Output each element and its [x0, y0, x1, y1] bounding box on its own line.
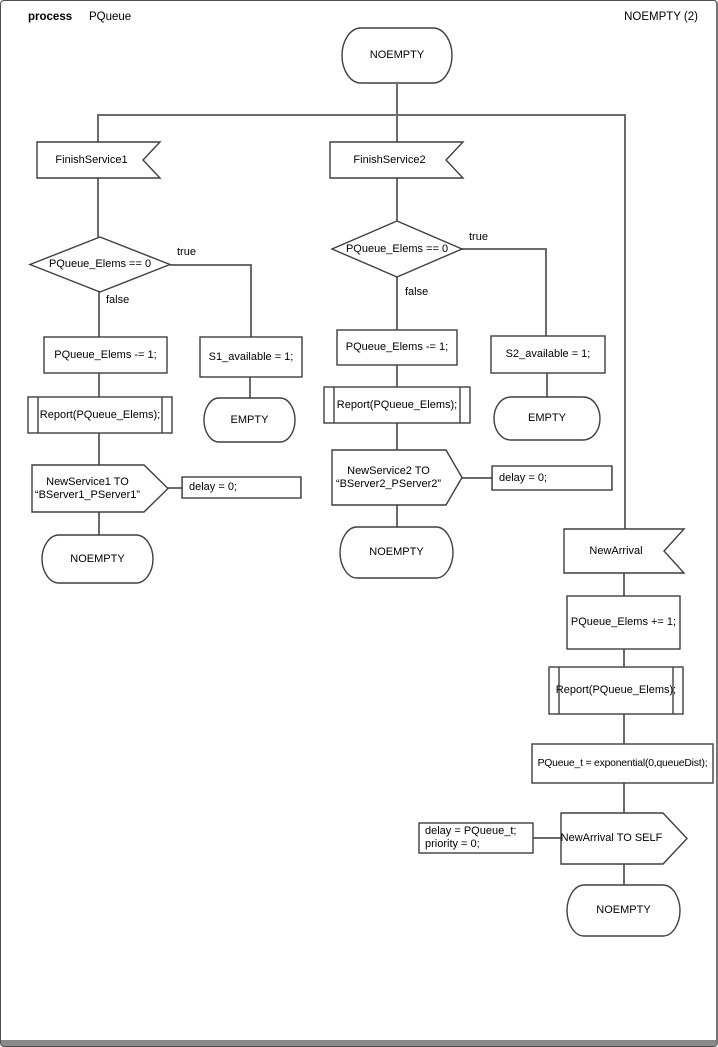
node-label: Report(PQueue_Elems);	[336, 398, 458, 411]
connector-decision1-true	[170, 264, 252, 337]
terminator-shape	[41, 534, 154, 584]
node-label: PQueue_Elems += 1;	[570, 616, 677, 628]
predefined-process-shape	[548, 666, 684, 715]
process-rect-shape	[199, 336, 303, 378]
node-send-newservice2[interactable]: NewService2 TO “BServer2_PServer2”	[331, 449, 463, 506]
predefined-process-shape	[27, 396, 173, 434]
node-label: NewService2 TO “BServer2_PServer2”	[335, 464, 442, 490]
predefined-process-shape	[323, 386, 471, 424]
send-signal-shape	[331, 449, 463, 506]
node-assign-decrement2[interactable]: PQueue_Elems -= 1;	[336, 329, 458, 366]
node-label: delay = 0;	[499, 471, 548, 484]
receive-signal-shape	[563, 528, 686, 574]
node-send1-attributes[interactable]: delay = 0;	[181, 476, 302, 499]
node-receive-finishservice1[interactable]: FinishService1	[36, 141, 162, 179]
node-receive-newarrival[interactable]: NewArrival	[563, 528, 686, 574]
node-assign-s2-available[interactable]: S2_available = 1;	[490, 335, 606, 374]
process-rect-shape	[490, 335, 606, 374]
receive-signal-shape	[329, 141, 465, 179]
process-rect-shape	[531, 743, 714, 784]
node-label: NOEMPTY	[369, 49, 425, 61]
terminator-shape	[203, 397, 296, 443]
node-label: delay = 0;	[189, 481, 238, 493]
terminator-shape	[339, 526, 454, 579]
attribute-rect-shape	[418, 822, 534, 854]
decision-diamond-shape	[330, 220, 464, 278]
node-end-empty1[interactable]: EMPTY	[203, 397, 296, 443]
node-label: PQueue_Elems == 0	[345, 242, 449, 255]
decision-diamond-shape	[28, 236, 172, 293]
process-rect-shape	[336, 329, 458, 366]
node-report2[interactable]: Report(PQueue_Elems);	[323, 386, 471, 424]
process-rect-shape	[566, 595, 681, 650]
node-label: delay = PQueue_t; priority = 0;	[425, 825, 517, 850]
node-report1[interactable]: Report(PQueue_Elems);	[27, 396, 173, 434]
node-label: S1_available = 1;	[208, 350, 294, 363]
edge-label-true-1: true	[177, 246, 196, 258]
node-label: NewArrival TO SELF	[560, 832, 663, 844]
node-label: NOEMPTY	[596, 904, 651, 916]
terminator-shape	[341, 27, 453, 84]
send-signal-shape	[31, 464, 170, 513]
page-bottom-edge	[1, 1040, 716, 1046]
node-assign-s1-available[interactable]: S1_available = 1;	[199, 336, 303, 378]
node-label: EMPTY	[230, 413, 269, 426]
node-label: NOEMPTY	[369, 546, 424, 558]
node-label: FinishService1	[55, 153, 128, 166]
node-send-newservice1[interactable]: NewService1 TO “BServer1_PServer1”	[31, 464, 170, 513]
node-label: PQueue_Elems -= 1;	[345, 341, 449, 353]
attribute-rect-shape	[181, 476, 302, 499]
node-label: S2_available = 1;	[505, 348, 591, 360]
node-label: NOEMPTY	[70, 552, 125, 565]
node-end-empty2[interactable]: EMPTY	[493, 396, 601, 441]
node-start-noempty[interactable]: NOEMPTY	[341, 27, 453, 84]
header-kind-label: process	[28, 11, 73, 23]
attribute-rect-shape	[491, 465, 613, 491]
terminator-shape	[566, 884, 681, 937]
node-label: NewService1 TO “BServer1_PServer1”	[34, 475, 141, 501]
node-label: PQueue_Elems == 0	[48, 258, 152, 270]
node-label: PQueue_t = exponential(0,queueDist);	[537, 758, 708, 769]
edge-label-false-2: false	[405, 286, 429, 298]
node-label: EMPTY	[528, 412, 566, 424]
process-rect-shape	[43, 336, 168, 374]
node-report3[interactable]: Report(PQueue_Elems);	[548, 666, 684, 715]
edge-label-true-2: true	[469, 231, 488, 243]
node-send3-attributes[interactable]: delay = PQueue_t; priority = 0;	[418, 822, 534, 854]
node-receive-finishservice2[interactable]: FinishService2	[329, 141, 465, 179]
receive-signal-shape	[36, 141, 162, 179]
node-send-newarrival-to-self[interactable]: NewArrival TO SELF	[560, 812, 688, 865]
node-end-noempty1[interactable]: NOEMPTY	[41, 534, 154, 584]
node-end-noempty2[interactable]: NOEMPTY	[339, 526, 454, 579]
node-label: Report(PQueue_Elems);	[39, 408, 161, 421]
node-end-noempty3[interactable]: NOEMPTY	[566, 884, 681, 937]
node-label: Report(PQueue_Elems);	[555, 684, 677, 696]
terminator-shape	[493, 396, 601, 441]
node-assign-decrement1[interactable]: PQueue_Elems -= 1;	[43, 336, 168, 374]
node-assign-sample-time[interactable]: PQueue_t = exponential(0,queueDist);	[531, 743, 714, 784]
node-send2-attributes[interactable]: delay = 0;	[491, 465, 613, 491]
header-page-reference: NOEMPTY (2)	[624, 11, 698, 23]
connector-decision2-true	[462, 248, 547, 336]
node-assign-increment[interactable]: PQueue_Elems += 1;	[566, 595, 681, 650]
header-process-name: PQueue	[89, 11, 132, 23]
edge-label-false-1: false	[106, 294, 130, 306]
node-label: NewArrival	[589, 544, 643, 557]
node-label: PQueue_Elems -= 1;	[54, 348, 157, 361]
node-decision1[interactable]: PQueue_Elems == 0	[28, 236, 172, 293]
node-decision2[interactable]: PQueue_Elems == 0	[330, 220, 464, 278]
send-signal-shape	[560, 812, 688, 865]
node-label: FinishService2	[353, 153, 426, 166]
